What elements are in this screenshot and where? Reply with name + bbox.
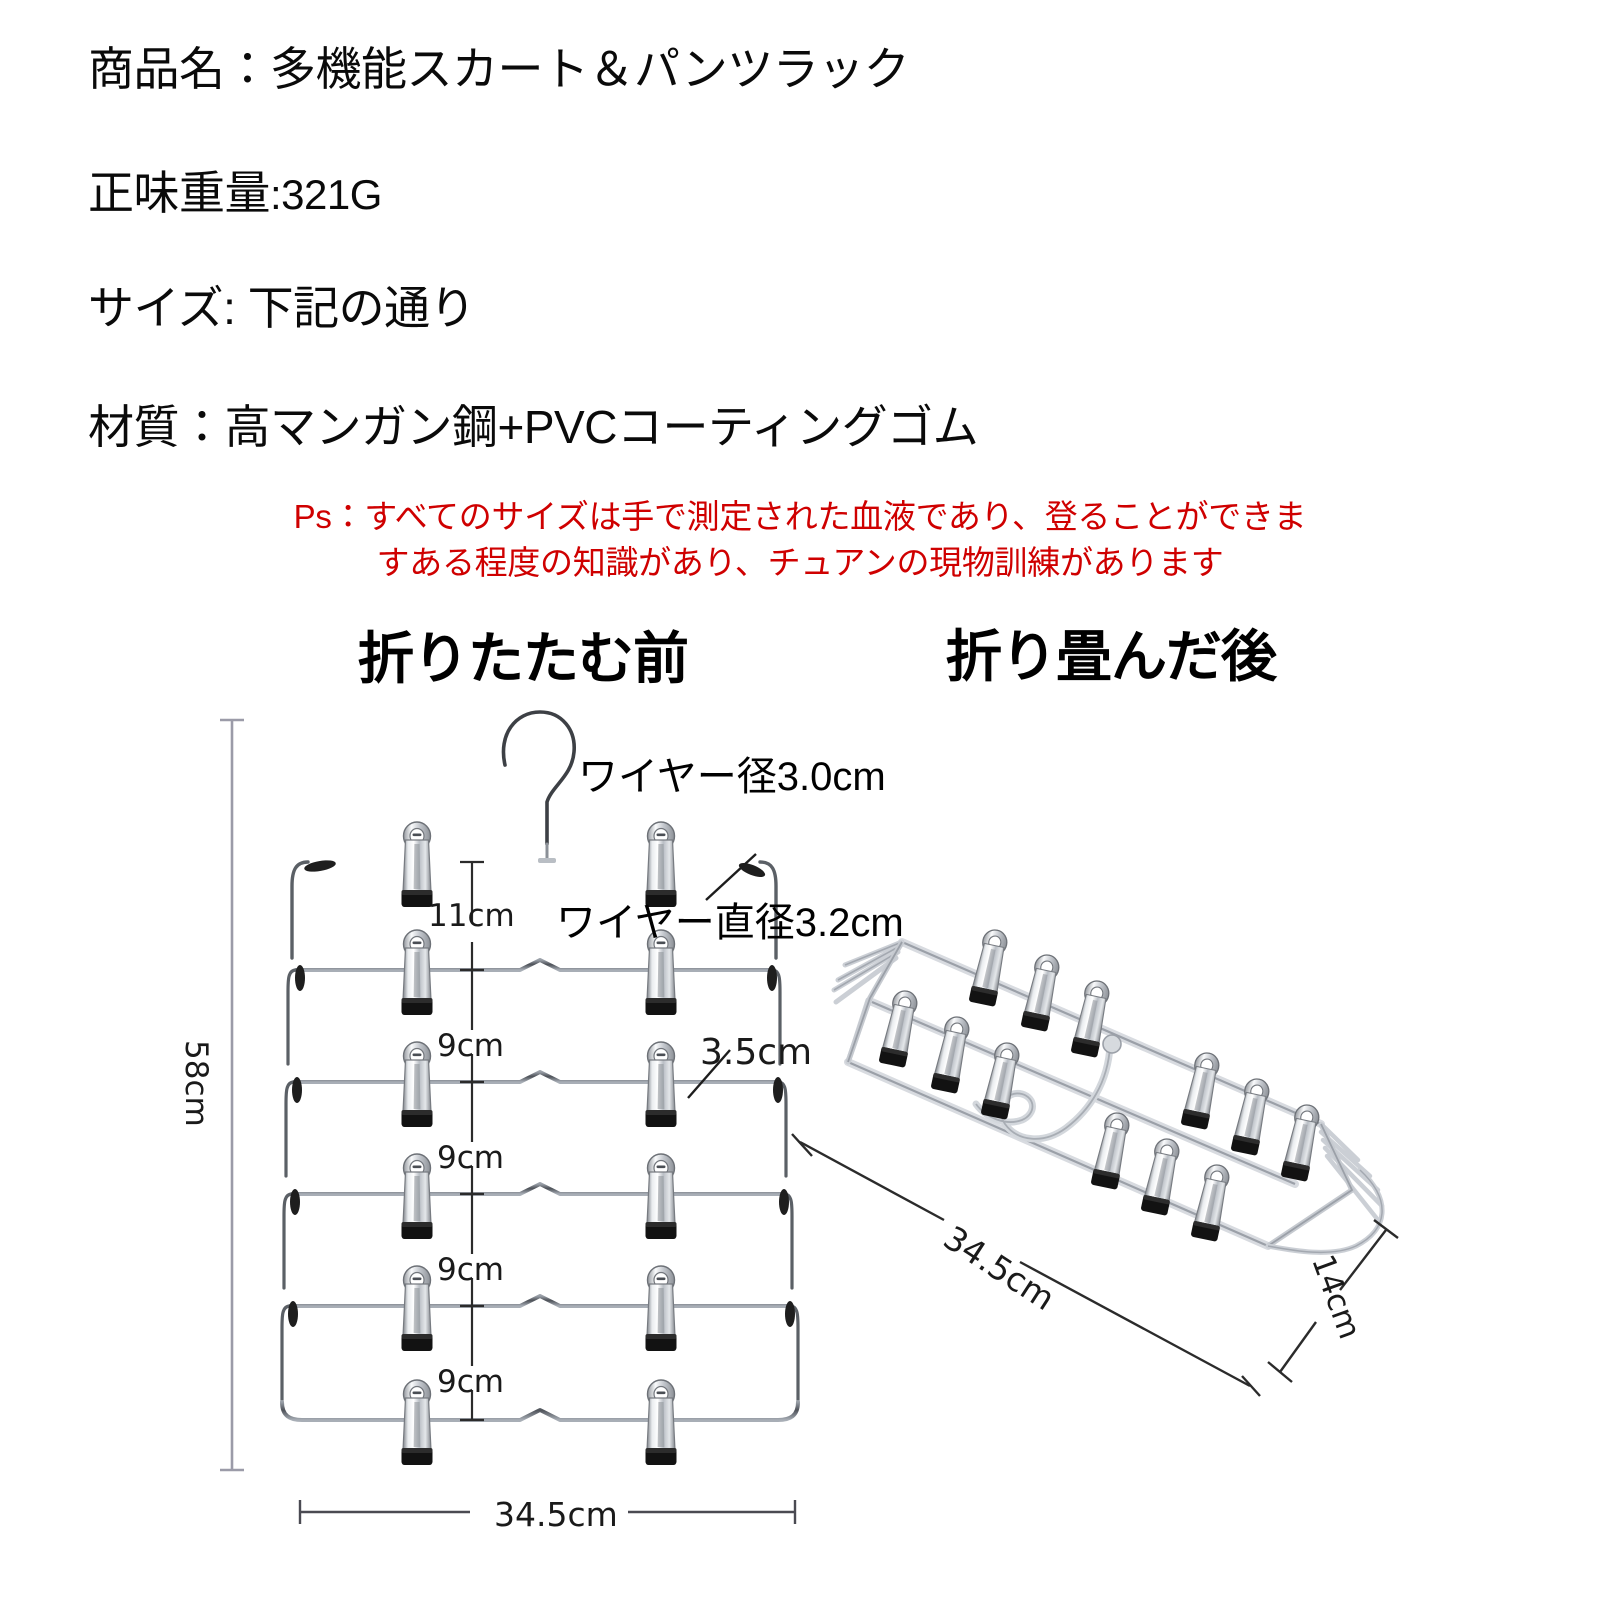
spec-line-material: 材質：高マンガン鋼+PVCコーティングゴム	[88, 401, 979, 453]
hanger-diagram-svg	[220, 710, 1399, 1524]
clip	[644, 1153, 678, 1240]
clip	[400, 1041, 434, 1128]
hanger-hook-icon	[501, 710, 576, 863]
clip	[877, 987, 922, 1069]
clip	[644, 1379, 678, 1466]
label-gap-9cm-4: 9cm	[437, 1364, 504, 1400]
spec-label-size: サイズ	[88, 282, 224, 334]
label-gap-9cm-1: 9cm	[437, 1028, 504, 1064]
hanger-tier-6	[280, 1379, 800, 1466]
clip	[400, 1265, 434, 1352]
leader-wire-diameter	[705, 853, 757, 901]
label-wire-diameter-hook: ワイヤー径3.0cm	[578, 755, 886, 799]
clip	[644, 1041, 678, 1128]
label-clip-offset-3_5cm: 3.5cm	[700, 1032, 813, 1073]
dimension-total-width	[298, 1500, 797, 1524]
hanger-tier-1	[290, 821, 778, 960]
spec-line-size: サイズ: 下記の通り	[88, 282, 476, 334]
label-gap-9cm-3: 9cm	[437, 1252, 504, 1288]
hanger-tier-2	[286, 929, 782, 1066]
leader-3_5cm	[687, 1049, 731, 1099]
folded-clip-row-1	[967, 926, 1114, 1059]
clip	[400, 1153, 434, 1240]
hanger-tier-5	[280, 1265, 800, 1402]
label-total-width-34_5cm: 34.5cm	[484, 1495, 628, 1534]
folded-clip-row-2	[877, 987, 1024, 1121]
disclaimer-note: Ps：すべてのサイズは手で測定された血液であり、登ることができま すある程度の知…	[0, 494, 1600, 585]
hanger-tier-4	[282, 1153, 794, 1290]
spec-label-product-name: 商品名：	[88, 43, 271, 95]
clip	[400, 1379, 434, 1466]
label-wire-diameter-bar: ワイヤー直径3.2cm	[556, 901, 904, 945]
unfolded-hanger	[220, 710, 800, 1524]
spec-value-product-name: 多機能スカート＆パンツラック	[270, 43, 910, 95]
label-gap-11cm: 11cm	[428, 898, 515, 934]
disclaimer-note-line-2: すある程度の知識があり、チュアンの現物訓練があります	[376, 543, 1224, 581]
dimension-folded-width	[1267, 1219, 1399, 1383]
clip	[400, 929, 434, 1016]
clip	[1279, 1101, 1324, 1183]
spec-label-material: 材質：	[88, 401, 225, 453]
heading-before-folding: 折りたたむ前	[358, 627, 689, 690]
disclaimer-note-line-1: Ps：すべてのサイズは手で測定された血液であり、登ることができま	[293, 498, 1307, 535]
label-total-height-58cm: 58cm	[178, 1040, 214, 1127]
heading-after-folding: 折り畳んだ後	[946, 625, 1277, 688]
clip	[967, 926, 1012, 1008]
spec-value-size: : 下記の通り	[223, 282, 476, 334]
dimension-folded-length	[791, 1133, 1261, 1397]
label-gap-9cm-2: 9cm	[437, 1140, 504, 1176]
vertical-dimension-ticks	[460, 860, 484, 1422]
hanger-tier-3	[284, 1041, 788, 1178]
spec-label-net-weight: 正味重量	[88, 167, 271, 219]
clip	[400, 821, 434, 908]
clip	[644, 1265, 678, 1352]
spec-line-product-name: 商品名：多機能スカート＆パンツラック	[88, 43, 910, 95]
spec-value-material: 高マンガン鋼+PVCコーティングゴム	[224, 401, 979, 453]
folded-hanger	[791, 926, 1399, 1397]
dimension-total-height	[220, 718, 244, 1472]
diagram-stage: ワイヤー径3.0cm ワイヤー直径3.2cm 11cm 9cm 9cm 9cm …	[0, 690, 1600, 1600]
clip	[1089, 1109, 1134, 1191]
spec-value-net-weight: :321G	[270, 171, 382, 218]
spec-line-net-weight: 正味重量:321G	[88, 170, 382, 216]
